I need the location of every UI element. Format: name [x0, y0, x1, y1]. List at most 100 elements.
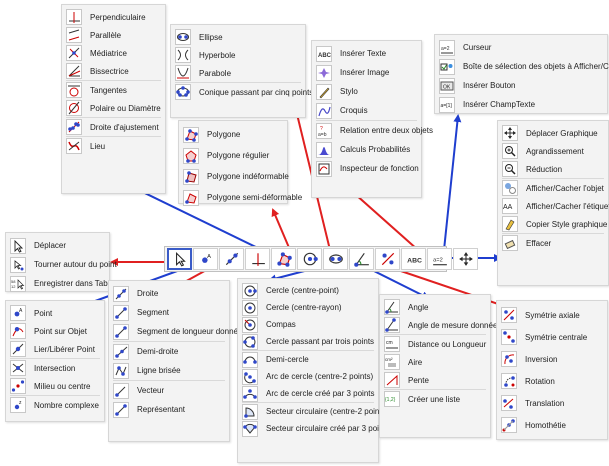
menu-item-rigid-polygon[interactable]: Polygone indéformable [179, 166, 289, 187]
menu-item-fit-line[interactable]: Droite d'ajustement [62, 118, 165, 136]
menu-item-ray[interactable]: Demi-droite [109, 342, 229, 361]
menu-item-line[interactable]: Droite [109, 284, 229, 303]
point-tool-button[interactable]: A [193, 248, 218, 270]
menu-item-label: Copier Style graphique [526, 219, 608, 229]
menu-item-delete[interactable]: Effacer [498, 234, 608, 252]
menu-item-mirror-line[interactable]: Symétrie axiale [497, 304, 607, 326]
menu-item-parabola[interactable]: Parabole [171, 64, 305, 82]
menu-item-rotation[interactable]: Rotation [497, 370, 607, 392]
menu-item-label: Effacer [526, 238, 552, 248]
menu-item-slope[interactable]: Pente [380, 371, 490, 389]
menu-item-create-list[interactable]: {1,2}Créer une liste [380, 390, 490, 408]
menu-item-bisector[interactable]: Médiatrice [62, 44, 165, 62]
menu-item-circle[interactable]: Cercle (centre-point) [238, 282, 378, 299]
menu-item-midpoint[interactable]: Milieu ou centre [6, 377, 104, 395]
menu-item-zoom-in[interactable]: Agrandissement [498, 142, 608, 160]
menu-item-label: Cercle passant par trois points [266, 337, 375, 346]
slider-tool-button[interactable]: a=2 [427, 248, 452, 270]
conic-tool-button[interactable] [323, 248, 348, 270]
move-tool-button[interactable] [167, 248, 192, 270]
menu-item-perpendicular[interactable]: Perpendiculaire [62, 8, 165, 26]
menu-item-point-on-object[interactable]: Point sur Objet [6, 322, 104, 340]
polygon-icon [183, 126, 199, 143]
menu-item-checkbox[interactable]: Boîte de sélection des objets à Afficher… [435, 57, 609, 76]
rigid-polygon-icon [183, 168, 199, 185]
menu-item-copy-style[interactable]: Copier Style graphique [498, 215, 608, 233]
menu-item-textfield[interactable]: a=[1]Insérer ChampTexte [435, 95, 607, 114]
menu-item-ellipse[interactable]: Ellipse [171, 28, 305, 46]
menu-item-vector-from-point[interactable]: Représentant [109, 400, 229, 419]
menu-item-vector-polygon[interactable]: Polygone semi-déformable [179, 187, 302, 208]
menu-item-angle[interactable]: Angle [380, 298, 490, 316]
menu-item-parallel[interactable]: Parallèle [62, 26, 165, 44]
move-graphics-icon [502, 125, 518, 141]
menu-item-angle-bisector[interactable]: Bissectrice [62, 62, 165, 80]
menu-item-move-graphics[interactable]: Déplacer Graphique [498, 124, 608, 142]
menu-item-locus[interactable]: Lieu [62, 137, 165, 155]
menu-item-regular-polygon[interactable]: Polygone régulier [179, 145, 287, 166]
menu-item-zoom-out[interactable]: Réduction [498, 160, 608, 178]
menu-item-polyline[interactable]: Ligne brisée [109, 361, 229, 380]
menu-item-function[interactable]: Croquis [312, 101, 421, 120]
menu-item-inversion[interactable]: Inversion [497, 348, 607, 370]
circle-tool-button[interactable] [297, 248, 322, 270]
menu-item-label: Ligne brisée [137, 366, 181, 375]
pen-icon [316, 83, 332, 100]
menu-item-image[interactable]: Insérer Image [312, 63, 421, 82]
menu-item-intersect[interactable]: Intersection [6, 359, 104, 377]
menu-item-compass[interactable]: Compas [238, 316, 378, 333]
menu-item-rotate-around-point[interactable]: Tourner autour du point [6, 255, 117, 274]
dilation-icon [501, 417, 517, 433]
menu-item-vector[interactable]: Vecteur [109, 381, 229, 400]
menu-item-label: Agrandissement [526, 146, 584, 156]
menu-item-pen[interactable]: Stylo [312, 82, 421, 101]
menu-item-show-hide-object[interactable]: Afficher/Cacher l'objet [498, 179, 608, 197]
perpendicular-tool-button[interactable] [245, 248, 270, 270]
menu-item-arc-center[interactable]: Arc de cercle (centre-2 points) [238, 368, 378, 385]
menu-item-sector3[interactable]: Secteur circulaire créé par 3 points [238, 420, 390, 437]
menu-item-tangent[interactable]: Tangentes [62, 81, 165, 99]
probability-icon [316, 141, 332, 158]
menu-item-inspector[interactable]: Inspecteur de fonction [312, 159, 421, 178]
line-tool-button[interactable] [219, 248, 244, 270]
menu-item-polygon[interactable]: Polygone [179, 124, 287, 145]
menu-item-mirror-point[interactable]: Symétrie centrale [497, 326, 607, 348]
menu-item-circle-radius[interactable]: Cercle (centre-rayon) [238, 299, 378, 316]
move-graphics-tool-button[interactable] [453, 248, 478, 270]
menu-item-conic5[interactable]: Conique passant par cinq points [171, 83, 313, 101]
polygon-tool-button[interactable] [271, 248, 296, 270]
menu-item-label: Curseur [463, 43, 492, 52]
menu-item-probability[interactable]: Calculs Probabilités [312, 140, 421, 159]
text-tool-button[interactable]: ABC [401, 248, 426, 270]
menu-item-arc3[interactable]: Arc de cercle créé par 3 points [238, 385, 378, 402]
menu-item-segment[interactable]: Segment [109, 303, 229, 322]
menu-item-attach-point[interactable]: Lier/Libérer Point [6, 340, 104, 358]
angle-tool-button[interactable] [349, 248, 374, 270]
menu-item-hyperbola[interactable]: Hyperbole [171, 46, 305, 64]
svg-text:ABC: ABC [318, 53, 331, 59]
menu-item-label: Symétrie centrale [525, 332, 588, 342]
menu-item-semicircle[interactable]: Demi-cercle [238, 351, 378, 368]
menu-item-sector-center[interactable]: Secteur circulaire (centre-2 points) [238, 403, 388, 420]
menu-item-translation[interactable]: Translation [497, 392, 607, 414]
menu-item-segment-fixed[interactable]: Segment de longueur donnée [109, 322, 242, 341]
menu-item-dilation[interactable]: Homothétie [497, 414, 607, 436]
menu-item-polar[interactable]: Polaire ou Diamètre [62, 99, 165, 117]
menu-item-cursor-arrow[interactable]: Déplacer [6, 236, 109, 255]
fit-line-icon [66, 119, 82, 135]
menu-item-angle-fixed[interactable]: Angle de mesure donnée [380, 316, 497, 334]
menu-item-circle3[interactable]: Cercle passant par trois points [238, 333, 378, 350]
reflect-tool-button[interactable] [375, 248, 400, 270]
